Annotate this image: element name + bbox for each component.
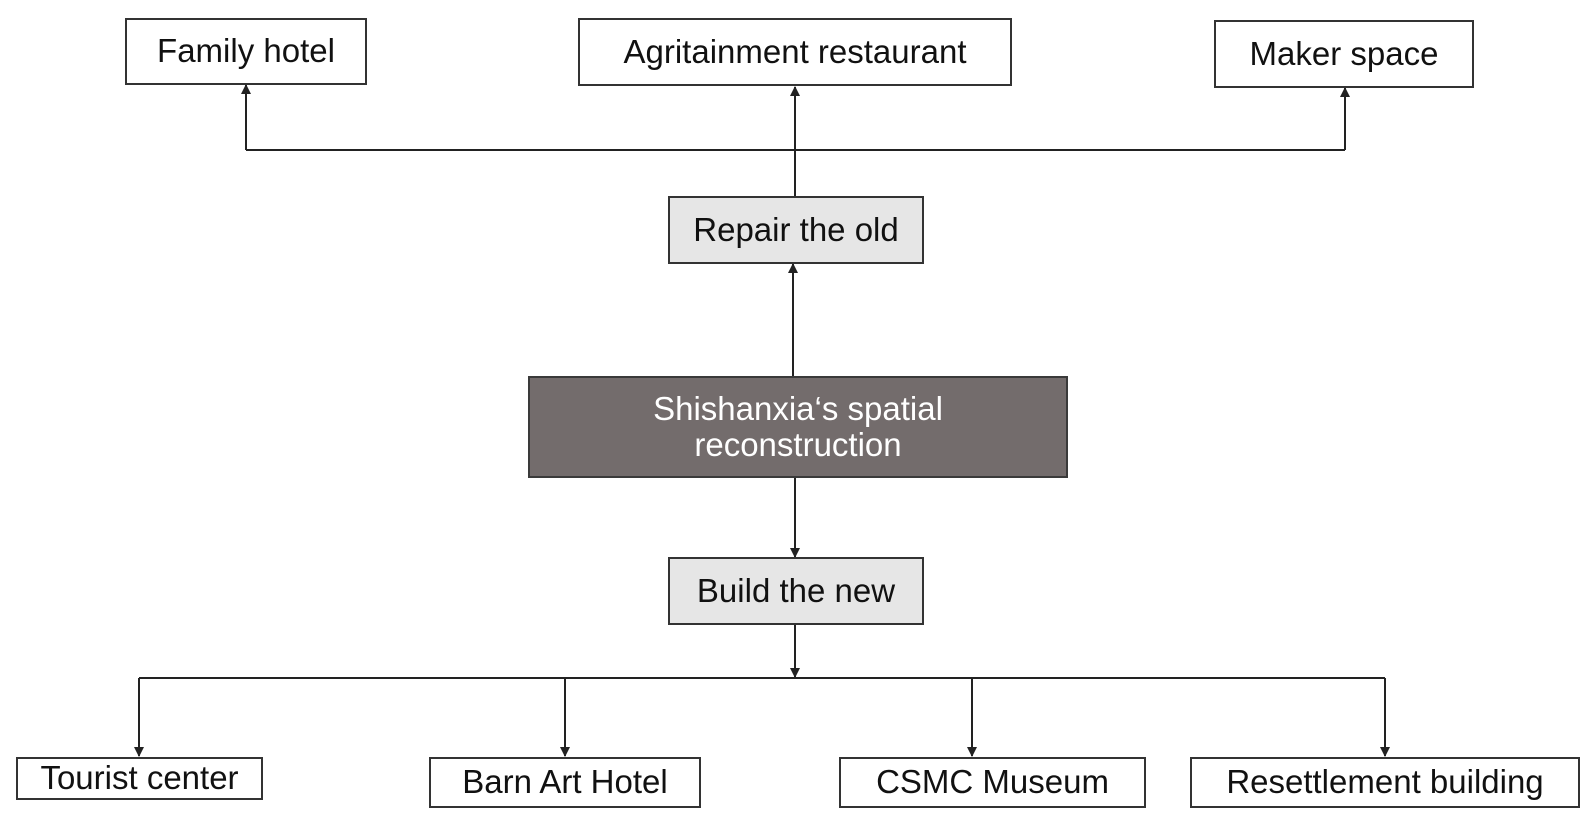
center-label-line2: reconstruction — [694, 426, 902, 463]
node-shishanxia-spatial-reconstruction: Shishanxia‘s spatial reconstruction — [528, 376, 1068, 478]
node-resettlement-building: Resettlement building — [1190, 757, 1580, 808]
node-tourist-center: Tourist center — [16, 757, 263, 800]
node-maker-space: Maker space — [1214, 20, 1474, 88]
node-family-hotel: Family hotel — [125, 18, 367, 85]
node-repair-the-old: Repair the old — [668, 196, 924, 264]
node-agritainment-restaurant: Agritainment restaurant — [578, 18, 1012, 86]
node-csmc-museum: CSMC Museum — [839, 757, 1146, 808]
node-build-the-new: Build the new — [668, 557, 924, 625]
center-label-line1: Shishanxia‘s spatial — [653, 389, 943, 427]
node-barn-art-hotel: Barn Art Hotel — [429, 757, 701, 808]
